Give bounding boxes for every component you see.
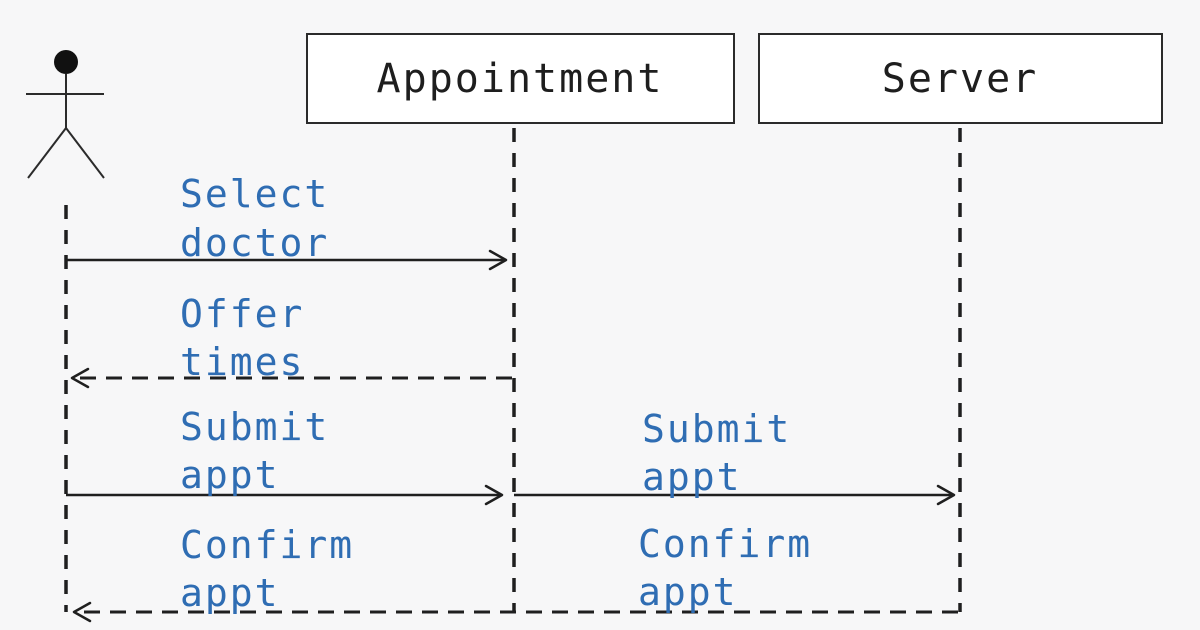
message-label-line-2: appt <box>638 570 738 614</box>
arrowhead-icon <box>72 601 92 623</box>
server-label: Server <box>882 56 1039 102</box>
appointment-label: Appointment <box>377 56 664 102</box>
message-label-line-1: Confirm <box>180 523 354 567</box>
message-label-line-2: times <box>180 340 304 384</box>
message-confirm-appt-2: Confirm appt <box>638 522 812 614</box>
message-submit-appt-1: Submit appt <box>66 405 504 506</box>
actor-left-leg <box>27 127 67 179</box>
message-label-line-2: doctor <box>180 221 329 265</box>
arrowhead-icon <box>484 484 504 506</box>
message-label-line-1: Offer <box>180 292 304 336</box>
arrowhead-icon <box>488 249 508 271</box>
message-label-line-1: Submit <box>642 407 791 451</box>
actor-head <box>54 50 78 74</box>
arrowhead-icon <box>70 367 90 389</box>
appointment-box <box>306 33 735 124</box>
message-label-line-1: Select <box>180 172 329 216</box>
participant-server: Server <box>758 33 1163 124</box>
message-select-doctor: Select doctor <box>66 172 508 271</box>
server-box <box>758 33 1163 124</box>
participant-appointment: Appointment <box>306 33 735 124</box>
message-offer-times: Offer times <box>70 292 512 389</box>
message-label-line-2: appt <box>180 571 280 615</box>
message-label-line-2: appt <box>642 455 742 499</box>
message-label-line-1: Submit <box>180 405 329 449</box>
message-submit-appt-2: Submit appt <box>514 407 956 506</box>
message-confirm-appt: Confirm appt <box>72 523 958 623</box>
message-label-line-2: appt <box>180 453 280 497</box>
message-label-line-1: Confirm <box>638 522 812 566</box>
actor-figure <box>26 50 105 179</box>
actor-right-leg <box>65 127 105 179</box>
arrowhead-icon <box>936 484 956 506</box>
